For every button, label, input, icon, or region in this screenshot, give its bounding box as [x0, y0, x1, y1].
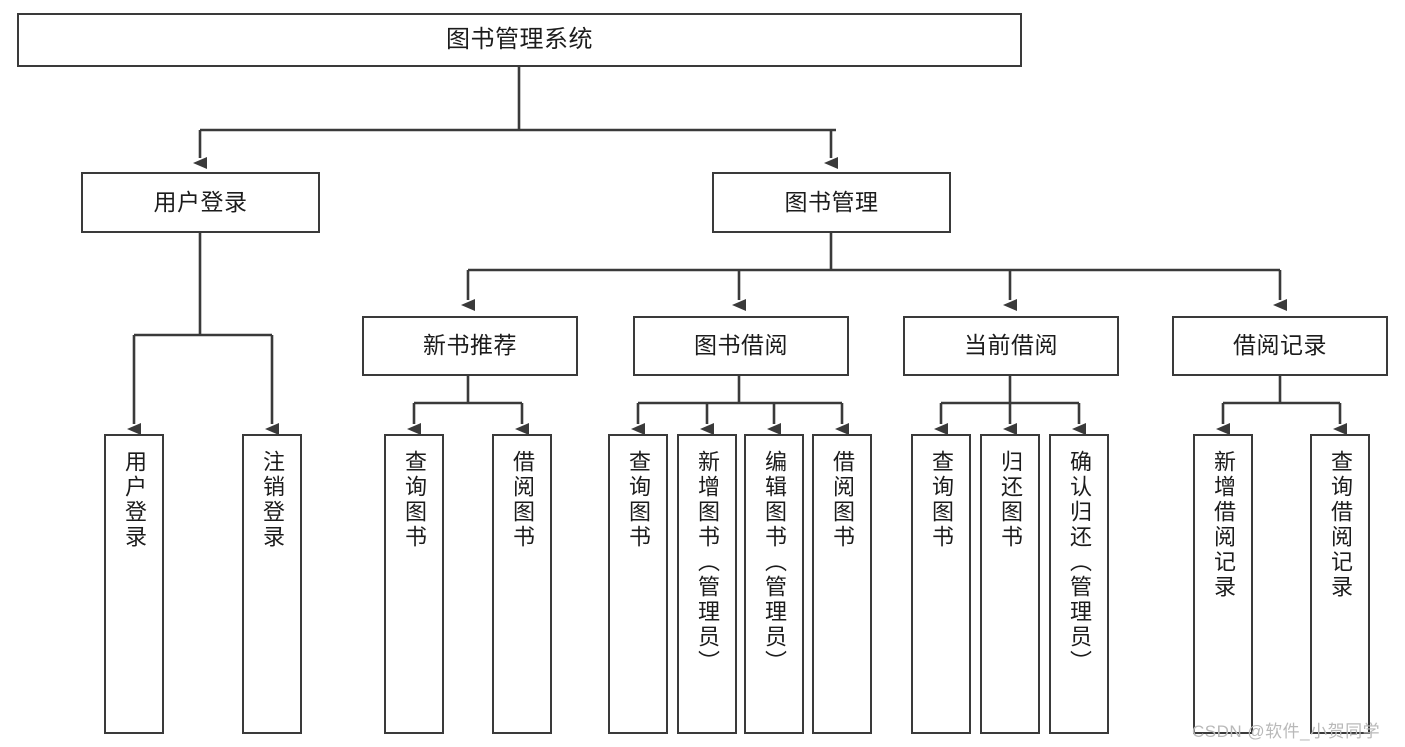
- node-label: 新增借阅记录: [1211, 450, 1236, 600]
- node-label: 借阅记录: [1233, 332, 1327, 359]
- node-label: 查询借阅记录: [1328, 450, 1353, 600]
- node-root-book-management-system[interactable]: 图书管理系统: [17, 13, 1022, 67]
- node-label: 借阅图书: [510, 450, 535, 550]
- leaf-query-book-recommend[interactable]: 查询图书: [384, 434, 444, 734]
- node-label: 当前借阅: [964, 332, 1058, 359]
- leaf-confirm-return-admin[interactable]: 确认归还（管理员）: [1049, 434, 1109, 734]
- node-label: 图书管理: [784, 188, 879, 215]
- node-label: 查询图书: [626, 450, 651, 550]
- node-label: 编辑图书（管理员）: [762, 450, 787, 675]
- node-label: 新增图书（管理员）: [695, 450, 720, 675]
- node-book-management[interactable]: 图书管理: [712, 172, 951, 233]
- node-label: 查询图书: [929, 450, 954, 550]
- leaf-query-book-current[interactable]: 查询图书: [911, 434, 971, 734]
- leaf-add-book-admin[interactable]: 新增图书（管理员）: [677, 434, 737, 734]
- node-label: 图书管理系统: [446, 25, 593, 53]
- node-book-borrow[interactable]: 图书借阅: [633, 316, 849, 376]
- leaf-borrow-book[interactable]: 借阅图书: [812, 434, 872, 734]
- leaf-borrow-book-recommend[interactable]: 借阅图书: [492, 434, 552, 734]
- leaf-query-book-borrow[interactable]: 查询图书: [608, 434, 668, 734]
- leaf-logout[interactable]: 注销登录: [242, 434, 302, 734]
- node-label: 确认归还（管理员）: [1067, 450, 1092, 675]
- node-label: 借阅图书: [830, 450, 855, 550]
- node-label: 用户登录: [153, 188, 248, 215]
- leaf-add-borrow-record[interactable]: 新增借阅记录: [1193, 434, 1253, 734]
- node-label: 注销登录: [260, 450, 285, 550]
- node-label: 新书推荐: [423, 332, 517, 359]
- csdn-watermark: CSDN @软件_小贺同学: [1192, 722, 1381, 741]
- node-user-login[interactable]: 用户登录: [81, 172, 320, 233]
- node-borrow-records[interactable]: 借阅记录: [1172, 316, 1388, 376]
- node-label: 用户登录: [122, 450, 147, 550]
- leaf-edit-book-admin[interactable]: 编辑图书（管理员）: [744, 434, 804, 734]
- node-label: 归还图书: [998, 450, 1023, 550]
- node-current-borrow[interactable]: 当前借阅: [903, 316, 1119, 376]
- leaf-query-borrow-record[interactable]: 查询借阅记录: [1310, 434, 1370, 734]
- leaf-return-book[interactable]: 归还图书: [980, 434, 1040, 734]
- node-new-book-recommend[interactable]: 新书推荐: [362, 316, 578, 376]
- node-label: 查询图书: [402, 450, 427, 550]
- node-label: 图书借阅: [694, 332, 788, 359]
- leaf-user-login[interactable]: 用户登录: [104, 434, 164, 734]
